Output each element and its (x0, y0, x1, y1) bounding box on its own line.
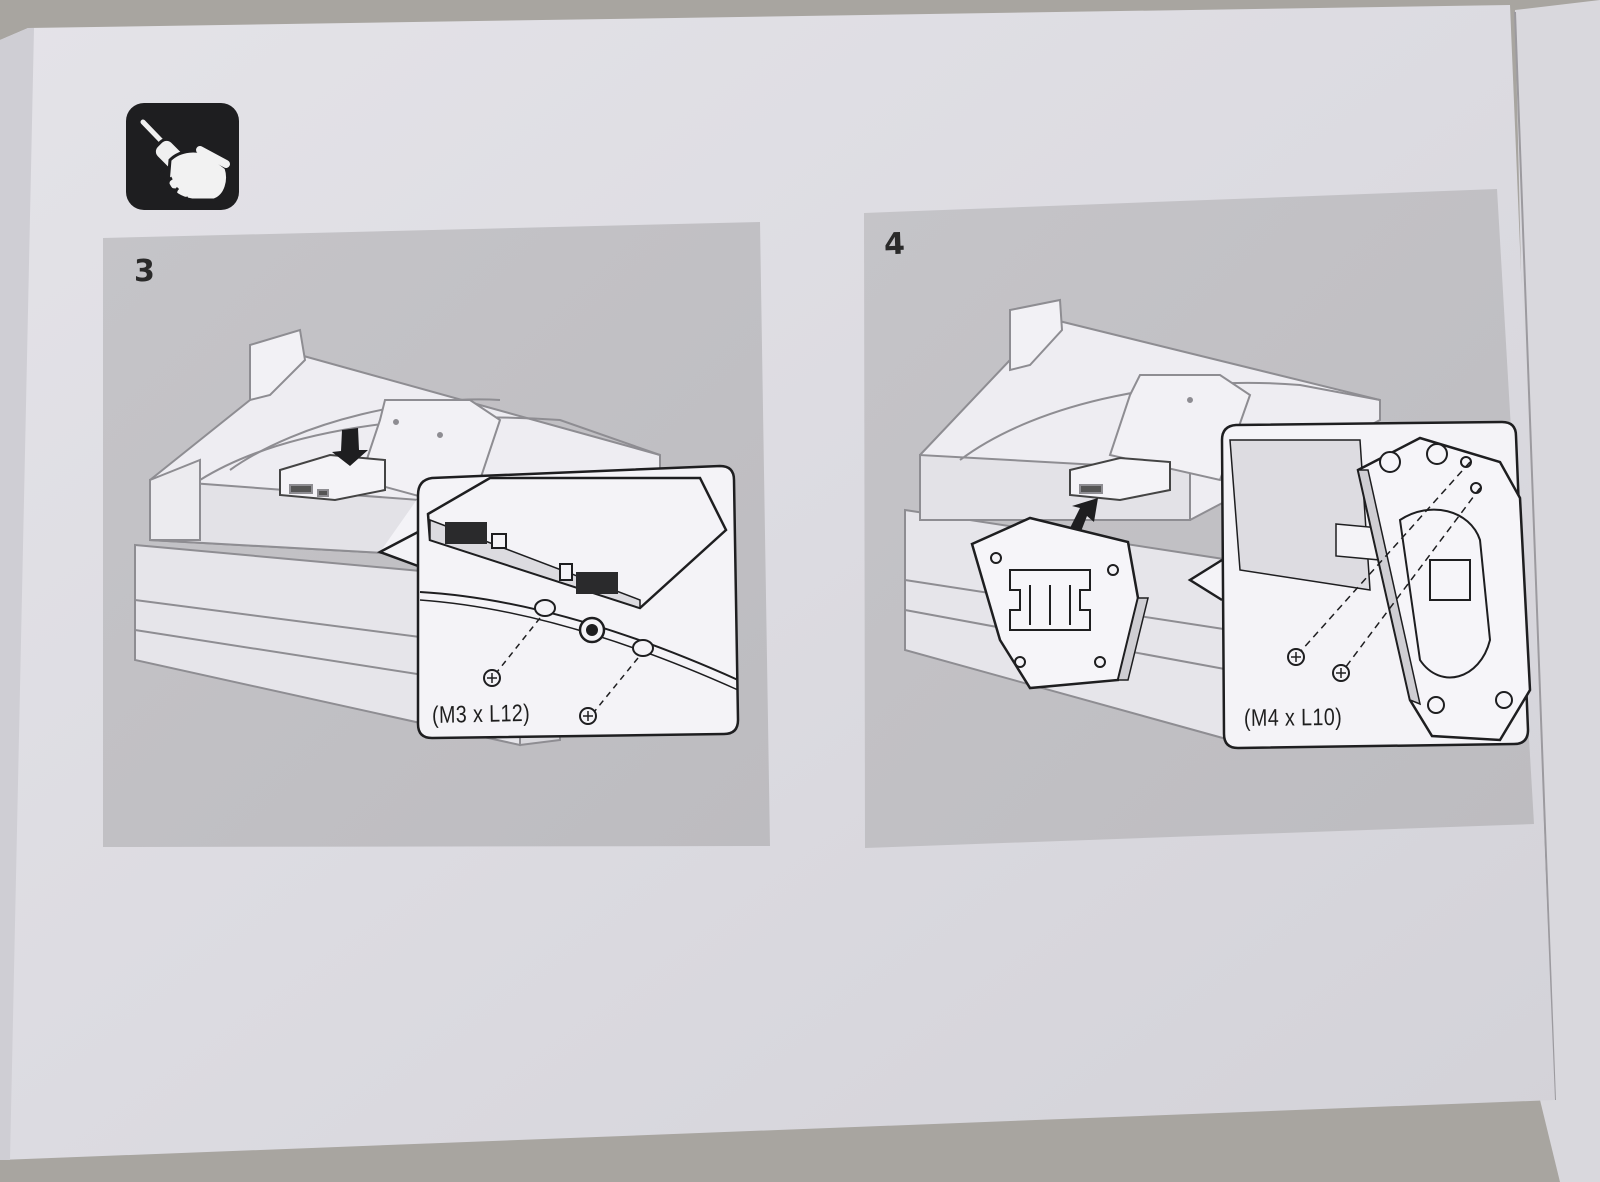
step-4-number: 4 (883, 226, 906, 263)
step-3-screw-right (579, 707, 597, 725)
step-3-screw-left (483, 669, 501, 687)
step-3-zoom-callout (376, 464, 740, 740)
screwdriver-hand-icon (126, 103, 239, 210)
step-4-screw-spec: (M4 x L10) (1243, 703, 1343, 732)
step-4-up-arrow (1070, 498, 1098, 534)
step-3-down-arrow (332, 428, 368, 466)
step-4-screw-top (1287, 648, 1305, 666)
step-4-zoom-callout (1187, 420, 1532, 750)
step-4-panel (864, 189, 1534, 848)
step-4-stand-plate (970, 516, 1149, 690)
step-3-screw-spec: (M3 x L12) (431, 699, 531, 729)
step-3-number: 3 (134, 254, 155, 289)
step-4-screw-bottom (1332, 664, 1350, 682)
step-3-panel (103, 222, 770, 847)
